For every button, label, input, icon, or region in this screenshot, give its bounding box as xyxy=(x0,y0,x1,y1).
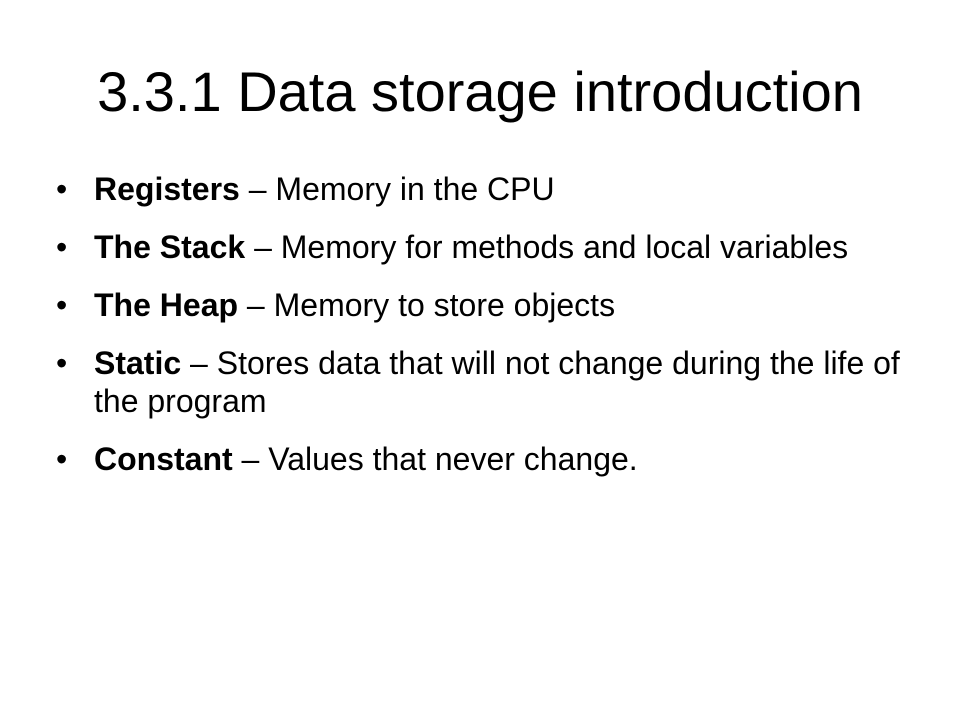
bullet-term: Constant xyxy=(94,441,233,477)
bullet-item-stack: • The Stack – Memory for methods and loc… xyxy=(54,228,914,266)
bullet-separator: – xyxy=(245,229,281,265)
bullet-dot: • xyxy=(56,229,68,265)
bullet-description: Memory in the CPU xyxy=(275,171,555,207)
bullet-item-static: • Static – Stores data that will not cha… xyxy=(54,344,914,420)
bullet-list: • Registers – Memory in the CPU • The St… xyxy=(54,170,914,498)
bullet-separator: – xyxy=(239,171,276,207)
bullet-description: Memory to store objects xyxy=(273,287,616,323)
bullet-term: Registers xyxy=(94,171,240,207)
bullet-separator: – xyxy=(232,441,269,477)
bullet-description: Values that never change. xyxy=(268,441,638,477)
bullet-dot: • xyxy=(56,441,68,477)
bullet-item-registers: • Registers – Memory in the CPU xyxy=(54,170,914,208)
bullet-term: The Stack xyxy=(94,229,246,265)
bullet-item-heap: • The Heap – Memory to store objects xyxy=(54,286,914,324)
slide-title: 3.3.1 Data storage introduction xyxy=(97,60,863,123)
bullet-term: Static xyxy=(94,345,182,381)
bullet-description: Stores data that will not change during … xyxy=(94,345,900,419)
bullet-dot: • xyxy=(56,171,68,207)
bullet-description: Memory for methods and local variables xyxy=(280,229,849,265)
bullet-term: The Heap xyxy=(94,287,239,323)
bullet-dot: • xyxy=(56,287,68,323)
bullet-separator: – xyxy=(181,345,217,381)
bullet-item-constant: • Constant – Values that never change. xyxy=(54,440,914,478)
bullet-dot: • xyxy=(56,345,68,381)
bullet-separator: – xyxy=(238,287,274,323)
